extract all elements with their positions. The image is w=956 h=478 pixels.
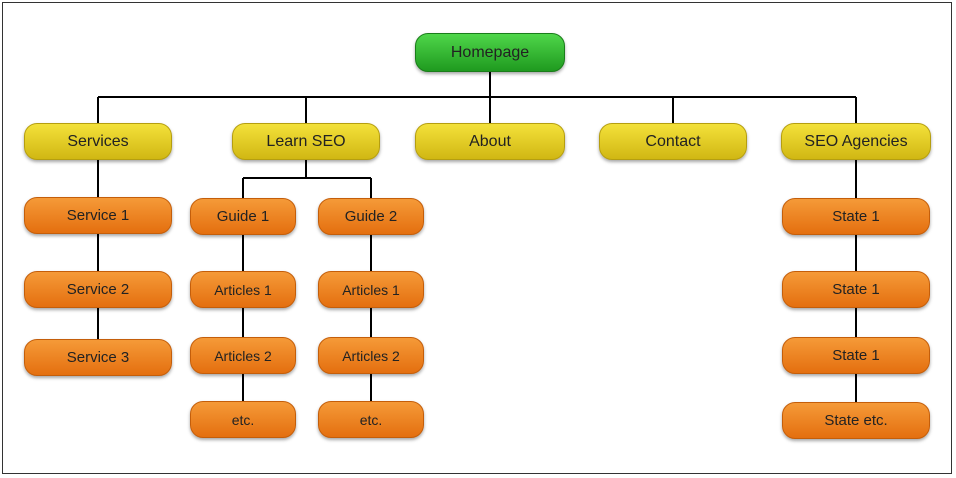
node-guide-2[interactable]: Guide 2 (318, 198, 424, 235)
node-guide2-articles-2[interactable]: Articles 2 (318, 337, 424, 374)
node-service-2[interactable]: Service 2 (24, 271, 172, 308)
node-homepage[interactable]: Homepage (415, 33, 565, 72)
node-service-3[interactable]: Service 3 (24, 339, 172, 376)
node-seo-agencies[interactable]: SEO Agencies (781, 123, 931, 160)
node-guide2-etc[interactable]: etc. (318, 401, 424, 438)
node-learn-seo[interactable]: Learn SEO (232, 123, 380, 160)
node-service-1[interactable]: Service 1 (24, 197, 172, 234)
node-guide1-articles-1[interactable]: Articles 1 (190, 271, 296, 308)
node-guide2-articles-1[interactable]: Articles 1 (318, 271, 424, 308)
node-state-1b[interactable]: State 1 (782, 271, 930, 308)
node-state-1a[interactable]: State 1 (782, 198, 930, 235)
node-contact[interactable]: Contact (599, 123, 747, 160)
node-state-etc[interactable]: State etc. (782, 402, 930, 439)
node-guide1-articles-2[interactable]: Articles 2 (190, 337, 296, 374)
node-services[interactable]: Services (24, 123, 172, 160)
node-guide1-etc[interactable]: etc. (190, 401, 296, 438)
node-about[interactable]: About (415, 123, 565, 160)
node-state-1c[interactable]: State 1 (782, 337, 930, 374)
node-guide-1[interactable]: Guide 1 (190, 198, 296, 235)
